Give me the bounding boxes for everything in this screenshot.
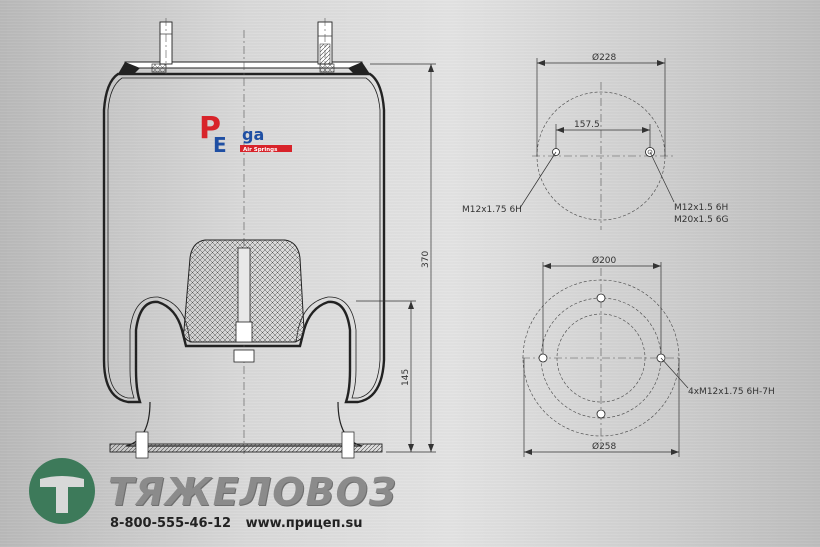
pega-logo: P E ga Air Springs [199,111,292,157]
height-370-label: 370 [421,251,431,268]
phone-number[interactable]: 8-800-555-46-12 [110,516,232,531]
svg-text:ga: ga [242,125,264,144]
thread-right-1-label: M12x1.5 6H [674,203,728,213]
base-plate [109,443,383,453]
contacts: 8-800-555-46-12 www.прицеп.su [110,516,371,531]
truck-t-logo-icon [29,458,95,524]
bellows-outer [102,72,386,404]
piston [125,401,363,447]
top-view: Ø228 157.5 M12x1.75 6H M12x1.5 6H M20x1.… [462,52,728,230]
svg-text:E: E [213,133,227,157]
thread-right-2-label: M20x1.5 6G [674,215,728,225]
website-link[interactable]: www.прицеп.su [245,516,363,531]
outer-diameter-label: Ø258 [592,441,617,452]
svg-text:P: P [199,111,221,146]
height-145-label: 145 [401,369,411,386]
top-diameter-label: Ø228 [592,52,617,63]
bottom-thread-label: 4xM12x1.75 6H-7H [688,387,775,397]
company-name: ТЯЖЕЛОВОЗ [108,470,397,514]
bottom-view: Ø200 Ø258 4xM12x1.75 6H-7H [522,255,775,457]
svg-text:Air Springs: Air Springs [243,147,278,153]
inner-diameter-label: Ø200 [592,255,617,266]
bolt-spacing-label: 157.5 [574,120,600,130]
thread-left-label: M12x1.75 6H [462,205,522,215]
air-spring-side-view: 370 145 [102,18,436,459]
